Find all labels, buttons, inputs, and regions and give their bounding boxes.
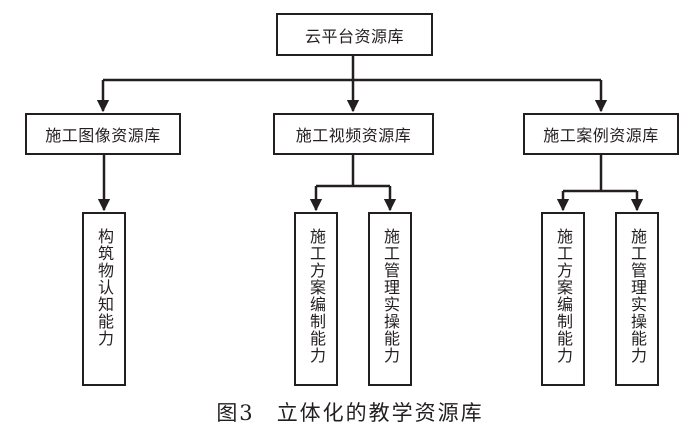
node-video-library: 施工视频资源库 — [273, 113, 434, 155]
figure-caption: 图3 立体化的教学资源库 — [0, 397, 700, 427]
node-image-library-label: 施工图像资源库 — [45, 126, 161, 145]
node-case-management-ability: 施工管理实操能力 — [615, 212, 659, 386]
node-case-library: 施工案例资源库 — [523, 113, 679, 155]
figure-number: 图3 — [216, 401, 255, 425]
node-structure-cognition-label: 构筑物认知能力 — [95, 228, 114, 347]
node-case-plan-ability: 施工方案编制能力 — [541, 212, 585, 386]
node-case-management-ability-label: 施工管理实操能力 — [628, 228, 647, 364]
node-video-management-ability-label: 施工管理实操能力 — [381, 228, 400, 364]
node-image-library: 施工图像资源库 — [25, 113, 181, 155]
root-node-cloud-library: 云平台资源库 — [276, 13, 433, 56]
node-video-plan-ability-label: 施工方案编制能力 — [307, 228, 326, 364]
figure-title: 立体化的教学资源库 — [276, 401, 484, 425]
node-video-plan-ability: 施工方案编制能力 — [294, 212, 338, 386]
node-case-plan-ability-label: 施工方案编制能力 — [554, 228, 573, 364]
node-video-library-label: 施工视频资源库 — [295, 126, 412, 145]
root-node-label: 云平台资源库 — [304, 26, 404, 46]
node-case-library-label: 施工案例资源库 — [543, 126, 659, 145]
node-structure-cognition: 构筑物认知能力 — [82, 212, 126, 386]
node-video-management-ability: 施工管理实操能力 — [368, 212, 412, 386]
